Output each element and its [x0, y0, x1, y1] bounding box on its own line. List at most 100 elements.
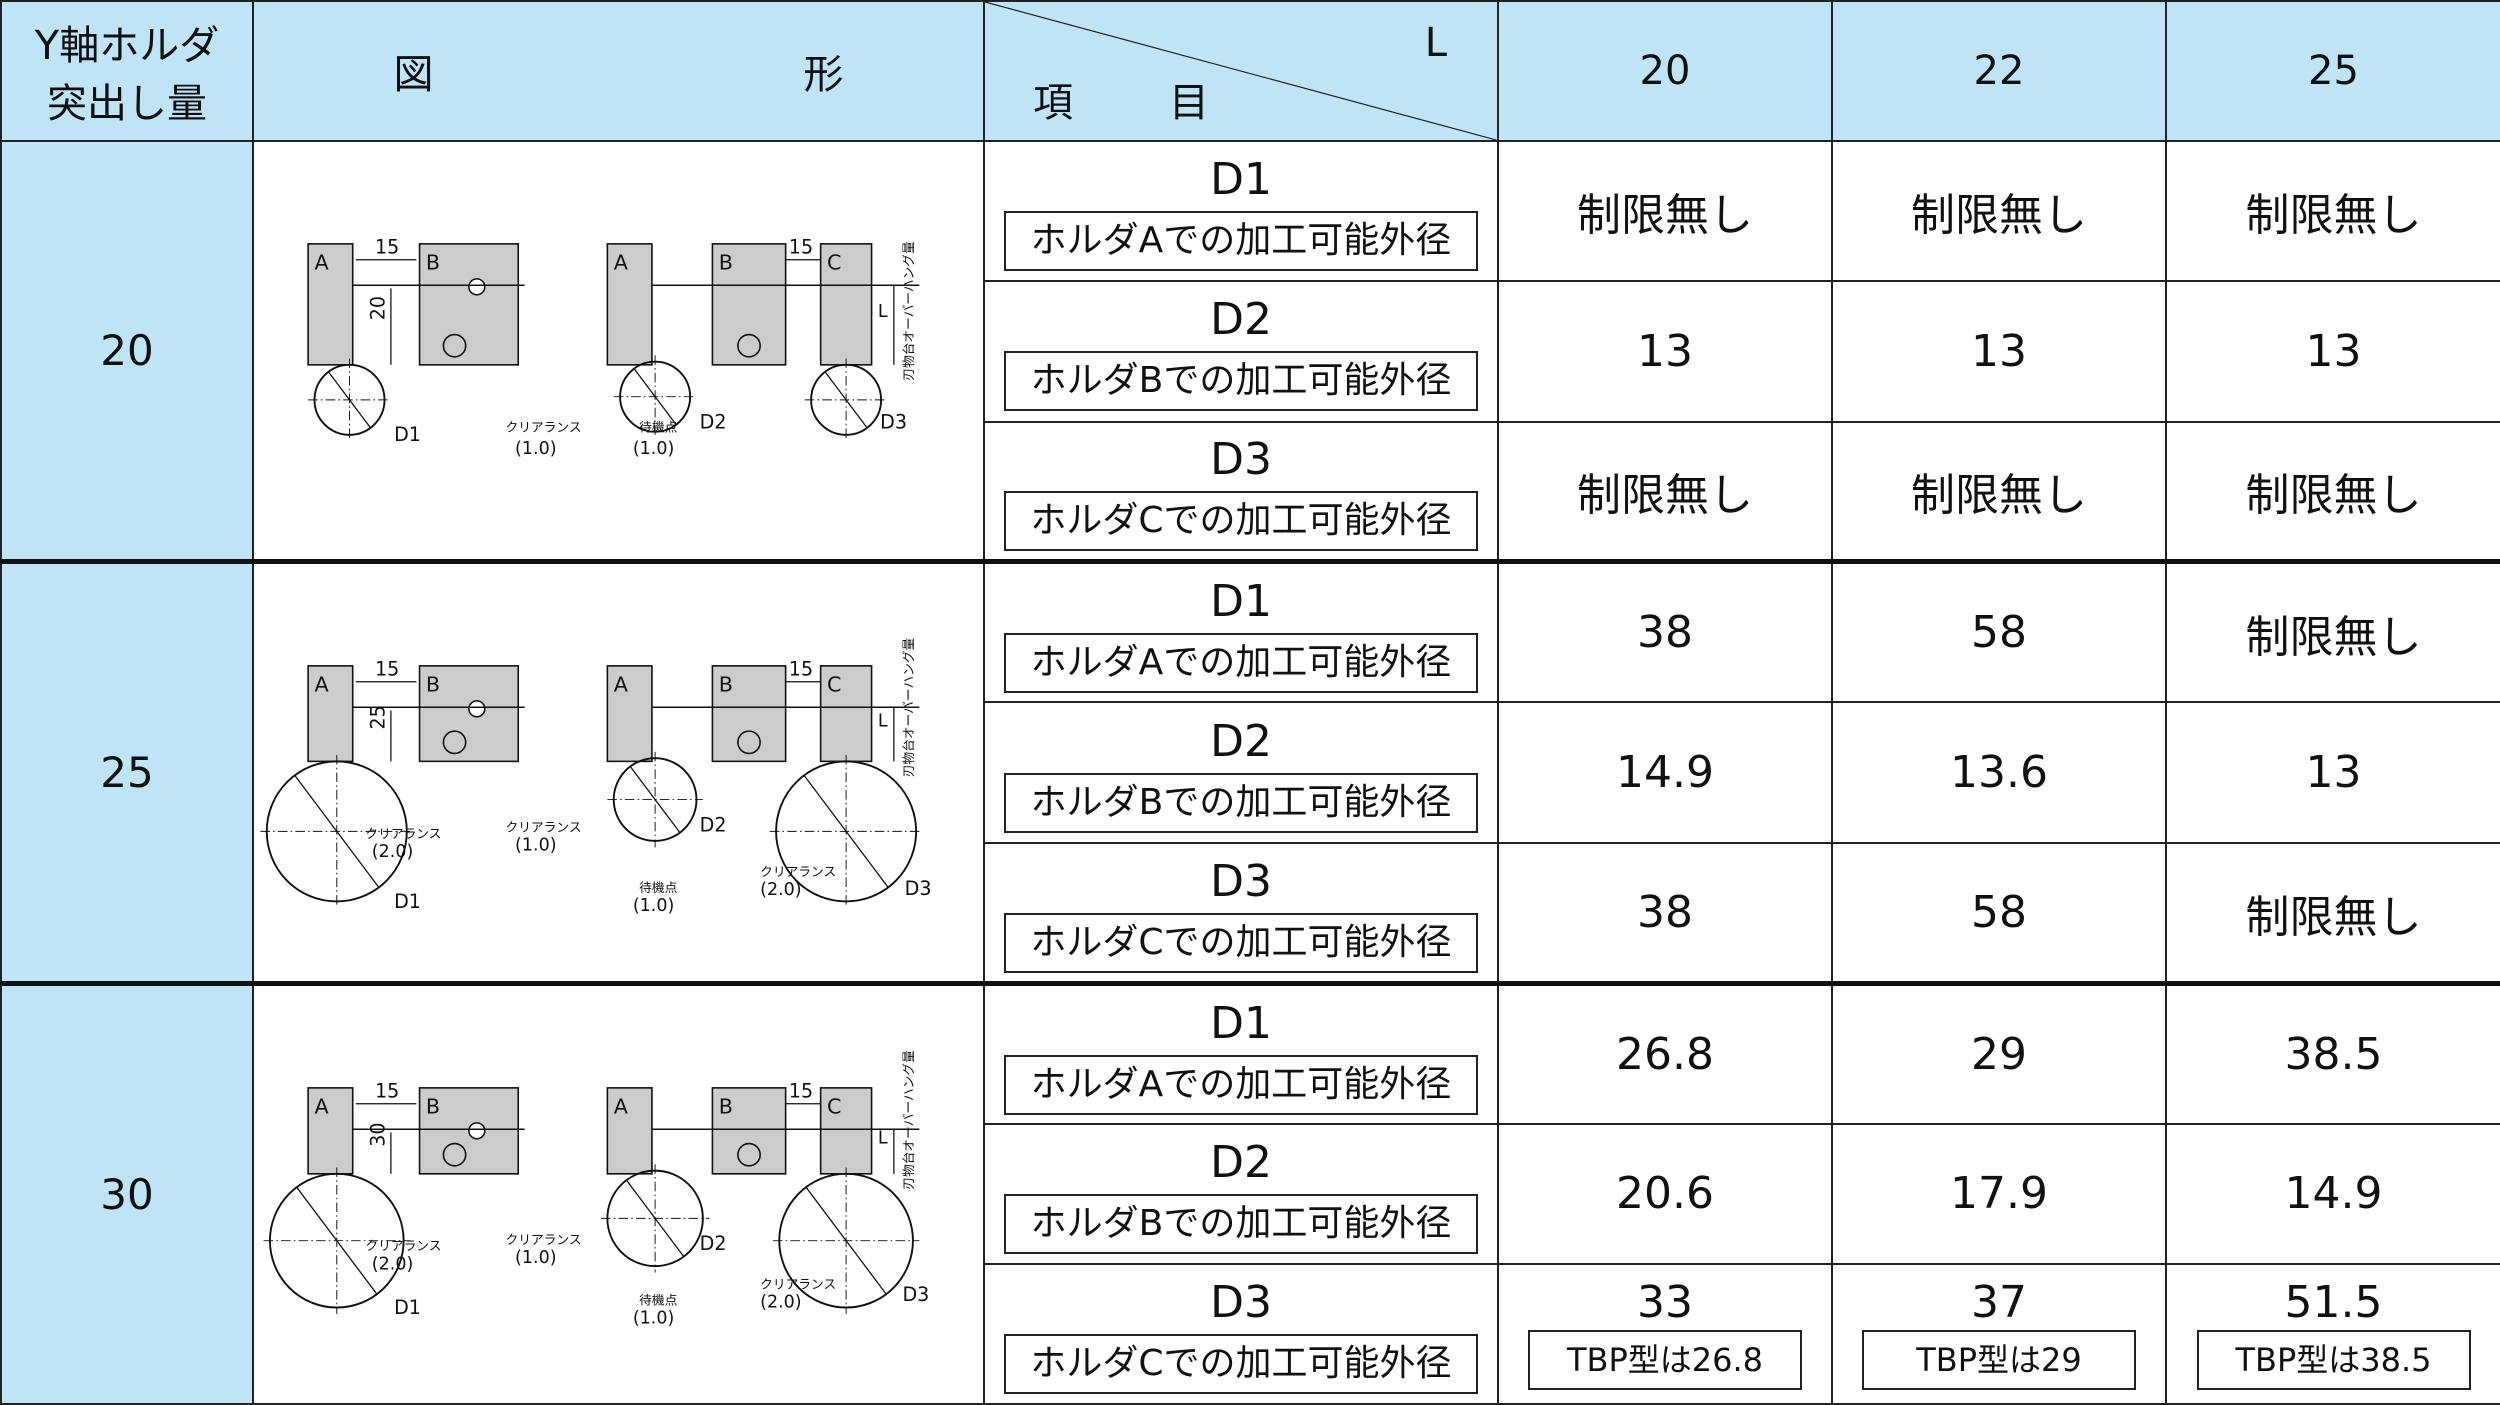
value-cell: 20.6: [1497, 1122, 1833, 1266]
label-holder-b: B: [719, 1095, 733, 1119]
value-cell: 38: [1497, 559, 1833, 704]
diameter-description: ホルダBでの加工可能外径: [1004, 772, 1478, 833]
tool-holder: [606, 243, 653, 366]
label-pitch-15: 15: [375, 236, 399, 259]
label-holder-a: A: [314, 251, 328, 275]
header-row: Y軸ホルダ 突出し量 図形 L 項 目 20 22 25: [0, 0, 2500, 143]
header-y-holder-protrusion: Y軸ホルダ 突出し量: [0, 0, 254, 143]
diameter-name: D2: [1210, 715, 1272, 767]
diameter-description: ホルダCでの加工可能外径: [1004, 1334, 1478, 1395]
label-holder-a: A: [614, 1095, 628, 1119]
label-clearance-2-0: (2.0): [760, 1293, 802, 1313]
label-pitch-15: 15: [789, 658, 813, 681]
holder-notch: [468, 700, 486, 718]
value-cell: 29: [1831, 981, 2167, 1125]
value-cell: 13: [1497, 280, 1833, 423]
header-figure-char2: 形: [803, 52, 844, 99]
tool-holder: [307, 1087, 354, 1175]
value-cell: 制限無し: [1831, 140, 2167, 283]
diameter-name: D1: [1210, 997, 1272, 1049]
value-cell: 38: [1497, 842, 1833, 985]
label-standby-1-0: (1.0): [633, 439, 675, 459]
diagonal-divider: [985, 2, 1497, 140]
label-d1: D1: [394, 890, 421, 913]
y-holder-protrusion-cell: 25: [0, 559, 254, 985]
value-cell: 13: [1831, 280, 2167, 423]
tool-holder: [606, 665, 653, 763]
tool-holder: [307, 243, 354, 366]
tool-holder: [819, 665, 873, 763]
y-holder-protrusion-cell: 30: [0, 981, 254, 1405]
diameter-line: [294, 775, 380, 889]
value-cell: 制限無し: [2165, 842, 2500, 985]
diameter-line: [803, 775, 889, 889]
diameter-description: ホルダBでの加工可能外径: [1004, 1193, 1478, 1254]
tool-holder: [418, 1087, 520, 1175]
label-holder-a: A: [314, 1095, 328, 1119]
header-item-L-corner: L 項 目: [983, 0, 1499, 143]
label-pitch-15: 15: [789, 236, 813, 259]
diameter-line: [629, 766, 681, 834]
screw-hole: [442, 1142, 467, 1167]
diameter-name: D2: [1210, 294, 1272, 346]
tbp-note: TBP型は29: [1862, 1330, 2136, 1391]
value-cell: 制限無し: [2165, 420, 2500, 563]
value-cell: 制限無し: [1497, 420, 1833, 563]
label-turret-overhang: 刃物台オーバーハング量: [902, 1050, 917, 1190]
tool-holder: [606, 1087, 653, 1175]
diameter-description: ホルダBでの加工可能外径: [1004, 351, 1478, 412]
label-standby-1-0: (1.0): [633, 1309, 675, 1329]
label-protrusion: 30: [367, 1123, 390, 1147]
value-cell: 13: [2165, 280, 2500, 423]
value-cell: 13: [2165, 701, 2500, 845]
diameter-description: ホルダAでの加工可能外径: [1004, 1054, 1478, 1115]
header-length-20: 20: [1497, 0, 1833, 143]
label-standby-1-0: (1.0): [633, 896, 675, 916]
label-protrusion: 20: [367, 296, 390, 320]
value-cell: 14.9: [1497, 701, 1833, 845]
holder-notch: [468, 1122, 486, 1140]
label-d3: D3: [905, 877, 932, 900]
diameter-description: ホルダCでの加工可能外径: [1004, 912, 1478, 973]
diameter-name: D1: [1210, 575, 1272, 627]
label-pitch-15: 15: [789, 1080, 813, 1103]
screw-hole: [737, 1142, 761, 1167]
tool-holder: [711, 665, 787, 763]
label-d1: D1: [394, 423, 421, 446]
label-overhang-L: L: [878, 302, 888, 322]
label-clearance: クリアランス: [505, 1233, 581, 1248]
value-cell: 38.5: [2165, 981, 2500, 1125]
label-clearance-2-0: (2.0): [760, 880, 802, 900]
label-clearance: クリアランス: [760, 865, 836, 880]
tool-holder: [418, 243, 520, 366]
screw-hole: [442, 730, 467, 755]
value-cell: 制限無し: [2165, 559, 2500, 704]
tool-holder: [711, 243, 787, 366]
diameter-name: D1: [1210, 154, 1272, 206]
value-cell: 58: [1831, 842, 2167, 985]
label-overhang-L: L: [878, 712, 888, 732]
value: 37: [1971, 1277, 2027, 1329]
label-holder-a: A: [314, 673, 328, 697]
label-standby-point: 待機点: [639, 421, 677, 436]
header-L: L: [1424, 20, 1447, 66]
diameter-line: [824, 371, 868, 429]
tbp-note: TBP型は38.5: [2196, 1330, 2471, 1391]
label-clearance-1-0: (1.0): [515, 439, 557, 459]
